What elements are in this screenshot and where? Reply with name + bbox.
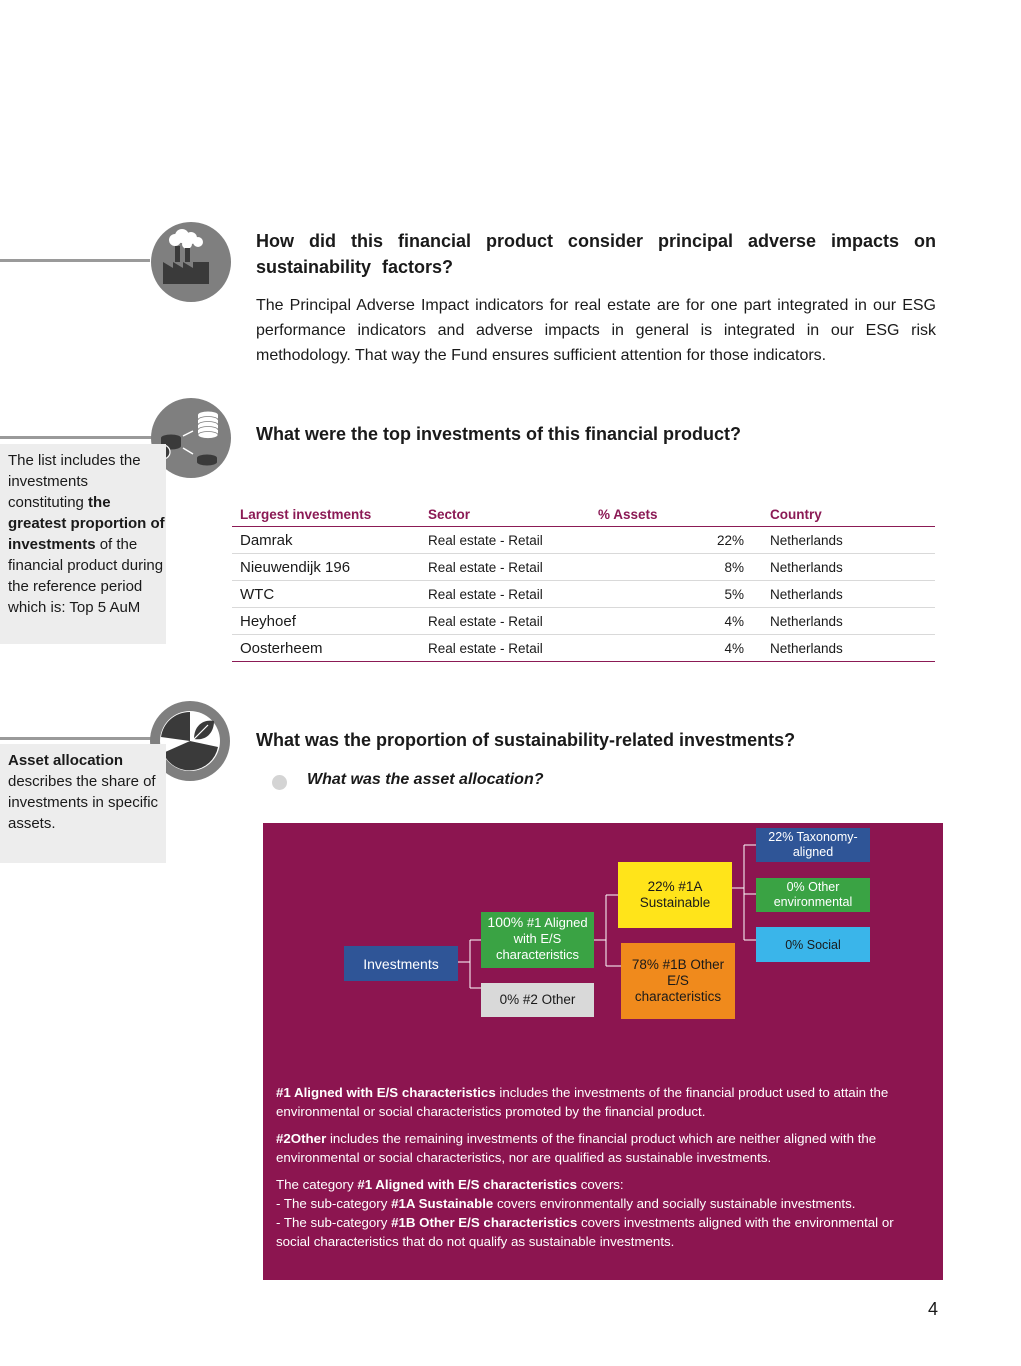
legend-subcategory-1b-line: - The sub-category #1B Other E/S charact… — [276, 1215, 894, 1249]
investment-country: Netherlands — [762, 526, 935, 554]
section-divider-line — [0, 259, 150, 262]
bullet-dot-icon — [272, 775, 287, 790]
legend-category-line: The category #1 Aligned with E/S charact… — [276, 1177, 624, 1192]
column-header: Country — [762, 503, 935, 527]
investment-country: Netherlands — [762, 553, 935, 581]
other-2-box: 0% #2 Other — [481, 983, 594, 1017]
asset-allocation-sidebar-note: Asset allocation describes the share of … — [0, 744, 166, 863]
sustainable-1a-box: 22% #1A Sustainable — [618, 862, 732, 928]
investment-sector: Real estate - Retail — [420, 607, 590, 635]
investment-percent: 22% — [590, 526, 762, 554]
section-divider-line — [0, 737, 152, 740]
section-divider-line — [0, 436, 152, 439]
taxonomy-aligned-box: 22% Taxonomy-aligned — [756, 828, 870, 862]
investment-country: Netherlands — [762, 580, 935, 608]
other-environmental-box: 0% Other environmental — [756, 878, 870, 912]
factory-pollution-icon — [151, 222, 231, 302]
table-row: Damrak Real estate - Retail 22% Netherla… — [232, 526, 935, 554]
investment-percent: 5% — [590, 580, 762, 608]
table-header-row: Largest investments Sector % Assets Coun… — [232, 503, 935, 527]
section-heading-pai: How did this financial product consider … — [256, 231, 936, 277]
section-heading-sustainability-proportion: What was the proportion of sustainabilit… — [256, 730, 796, 750]
legend-category-definition: The category #1 Aligned with E/S charact… — [276, 1175, 930, 1251]
other-es-1b-box: 78% #1B Other E/S characteristics — [621, 943, 735, 1019]
investment-country: Netherlands — [762, 634, 935, 662]
top-investments-table: Largest investments Sector % Assets Coun… — [232, 503, 935, 662]
investment-name: WTC — [232, 580, 420, 608]
investment-percent: 4% — [590, 634, 762, 662]
asset-allocation-subheading: What was the asset allocation? — [307, 771, 544, 788]
investment-sector: Real estate - Retail — [420, 580, 590, 608]
page-number: 4 — [927, 1299, 938, 1319]
investment-sector: Real estate - Retail — [420, 553, 590, 581]
investment-percent: 4% — [590, 607, 762, 635]
legend-other-definition: #2Other includes the remaining investmen… — [276, 1131, 877, 1165]
legend-aligned-definition: #1 Aligned with E/S characteristics incl… — [276, 1085, 889, 1119]
top-investments-sidebar-note: The list includes the investments consti… — [0, 444, 166, 644]
investment-sector: Real estate - Retail — [420, 526, 590, 554]
column-header: Largest investments — [232, 503, 420, 527]
table-row: WTC Real estate - Retail 5% Netherlands — [232, 580, 935, 608]
table-row: Oosterheem Real estate - Retail 4% Nethe… — [232, 634, 935, 662]
investment-name: Heyhoef — [232, 607, 420, 635]
legend-subcategory-1a-line: - The sub-category #1A Sustainable cover… — [276, 1196, 856, 1211]
investments-box: Investments — [344, 946, 458, 981]
investment-name: Nieuwendijk 196 — [232, 553, 420, 581]
column-header: % Assets — [590, 503, 762, 527]
investment-country: Netherlands — [762, 607, 935, 635]
table-row: Nieuwendijk 196 Real estate - Retail 8% … — [232, 553, 935, 581]
social-box: 0% Social — [756, 927, 870, 962]
column-header: Sector — [420, 503, 590, 527]
table-row: Heyhoef Real estate - Retail 4% Netherla… — [232, 607, 935, 635]
section-heading-top-investments: What were the top investments of this fi… — [256, 424, 742, 444]
pai-body-text: The Principal Adverse Impact indicators … — [256, 297, 936, 364]
investment-name: Oosterheem — [232, 634, 420, 662]
aligned-es-box: 100% #1 Aligned with E/S characteristics — [481, 912, 594, 968]
investment-sector: Real estate - Retail — [420, 634, 590, 662]
investment-name: Damrak — [232, 526, 420, 554]
investment-percent: 8% — [590, 553, 762, 581]
